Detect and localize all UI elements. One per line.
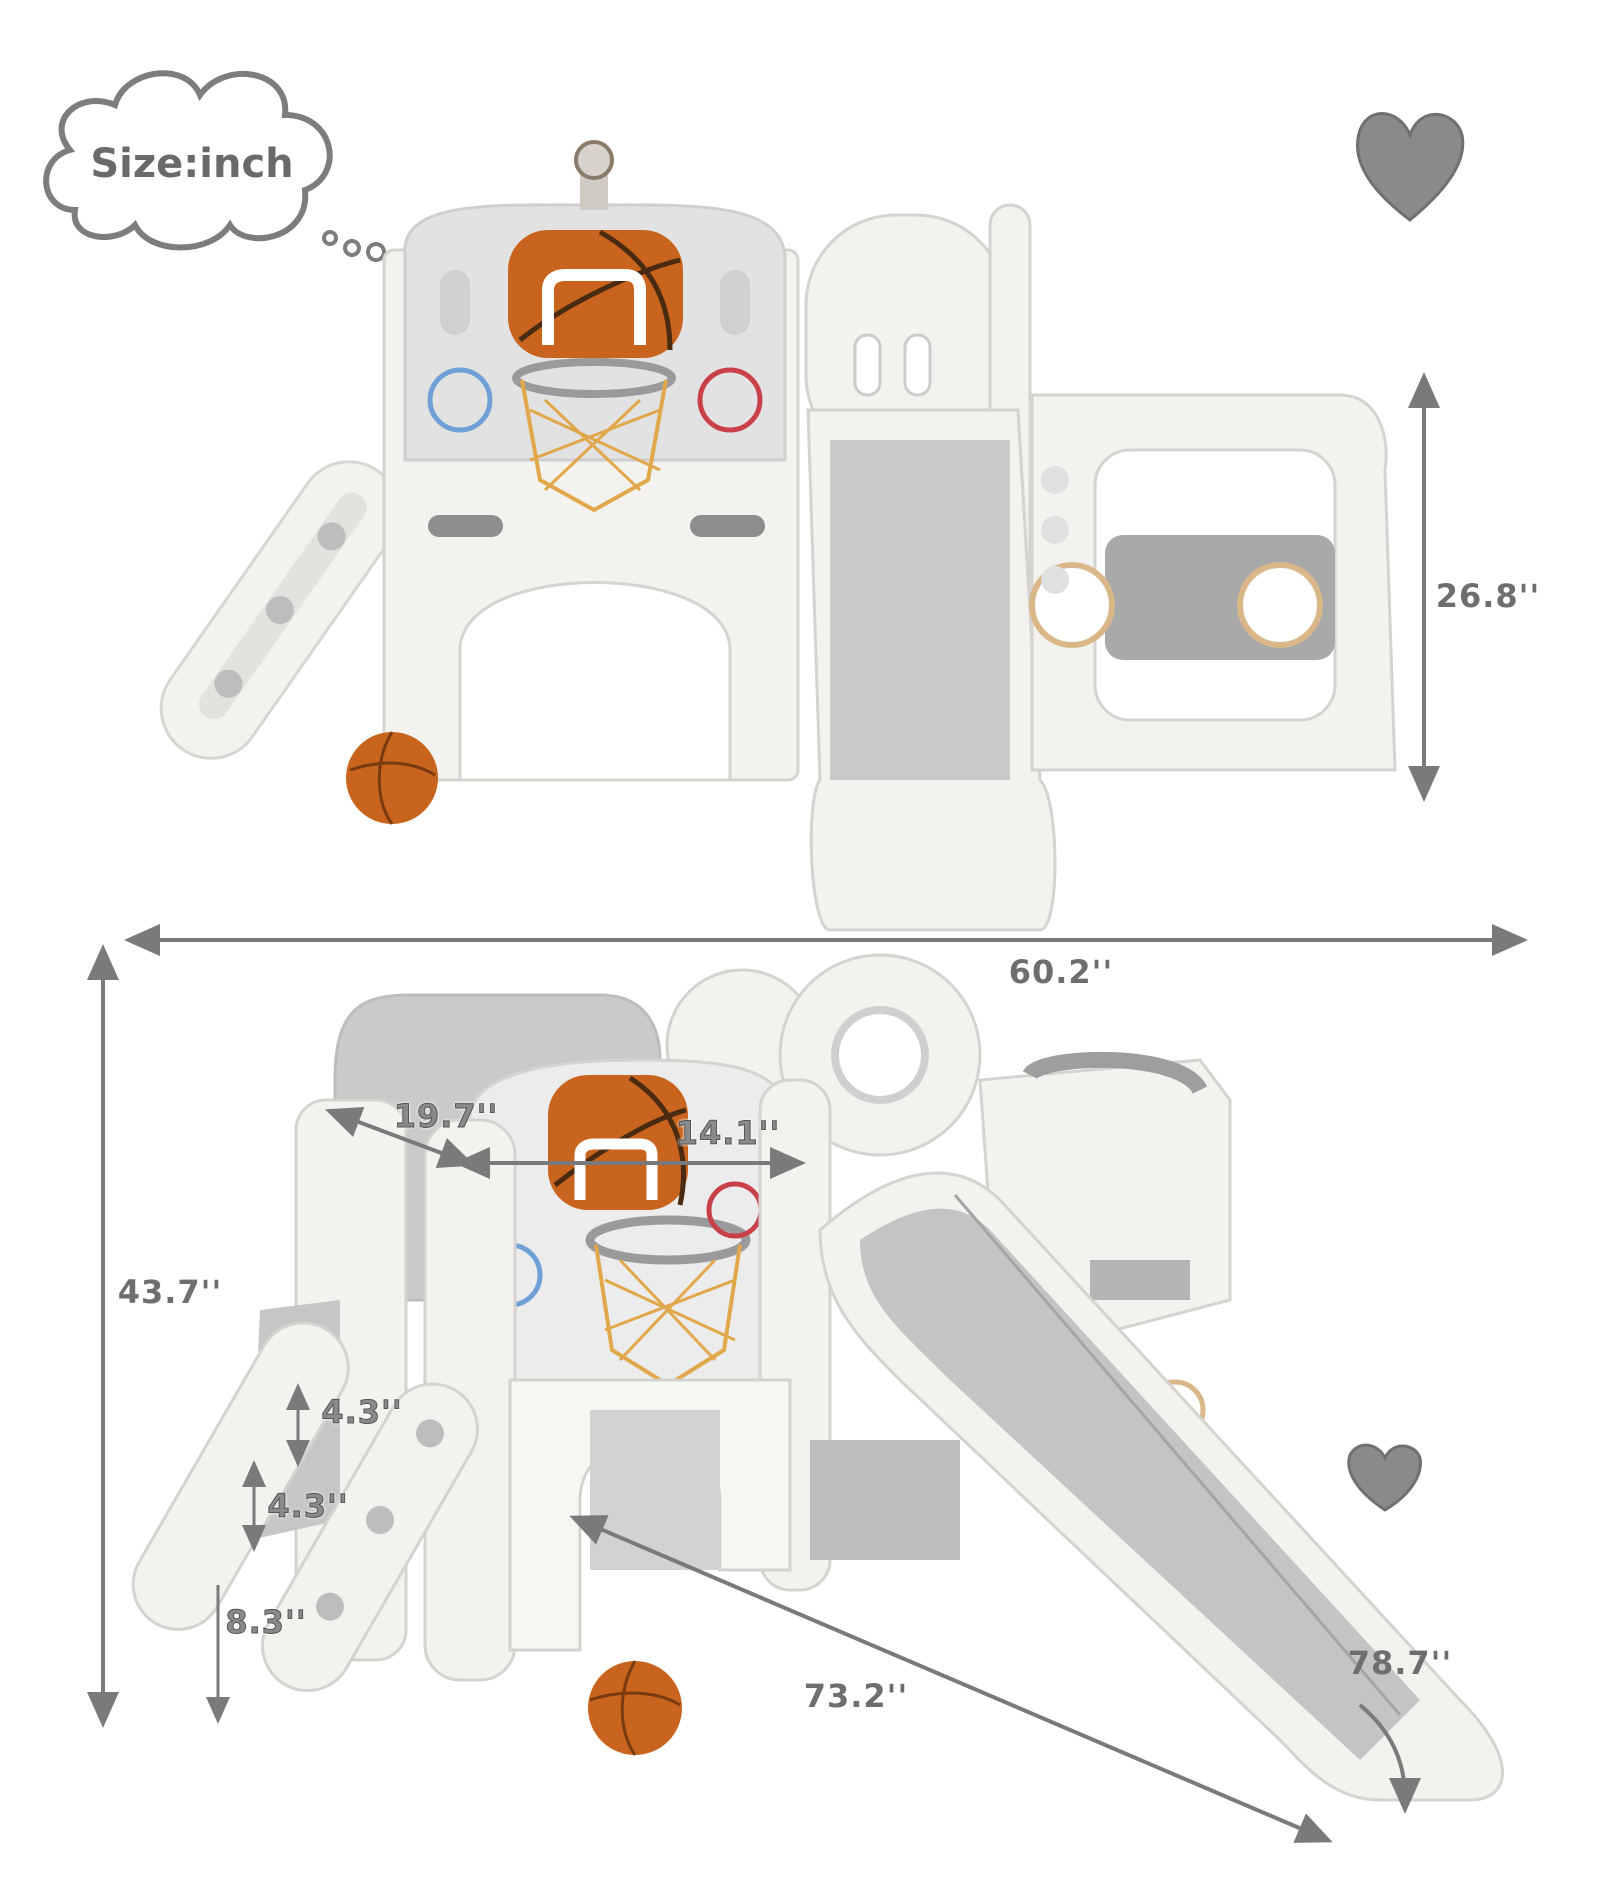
step-1-label: 4.3'' [321, 1393, 403, 1432]
width-label: 60.2'' [1008, 953, 1114, 991]
length-dimension-line [569, 1515, 1333, 1843]
heart-doodle-icon [1347, 1443, 1422, 1512]
basketball-icon [346, 731, 438, 825]
playset-perspective-view [131, 953, 1504, 1802]
step-2-label: 4.3'' [267, 1487, 349, 1526]
total-height-label: 43.7'' [117, 1273, 223, 1311]
step-bottom-label: 8.3'' [225, 1603, 307, 1642]
heart-doodle-icon [1355, 112, 1465, 222]
slide-length-label: 78.7'' [1347, 1644, 1453, 1682]
size-unit-label: Size:inch [90, 141, 294, 187]
depth-label: 19.7'' [393, 1097, 499, 1136]
basketball-icon [588, 1660, 682, 1756]
length-label: 73.2'' [803, 1677, 909, 1715]
ladder [159, 460, 401, 760]
depth-dimension-line [325, 1107, 475, 1168]
slide-length-dimension-line [1358, 1703, 1421, 1814]
size-cloud-badge [43, 70, 386, 262]
inner-width-label: 14.1'' [675, 1114, 781, 1153]
playset-front-view [159, 140, 1397, 932]
height-label: 26.8'' [1435, 577, 1541, 615]
